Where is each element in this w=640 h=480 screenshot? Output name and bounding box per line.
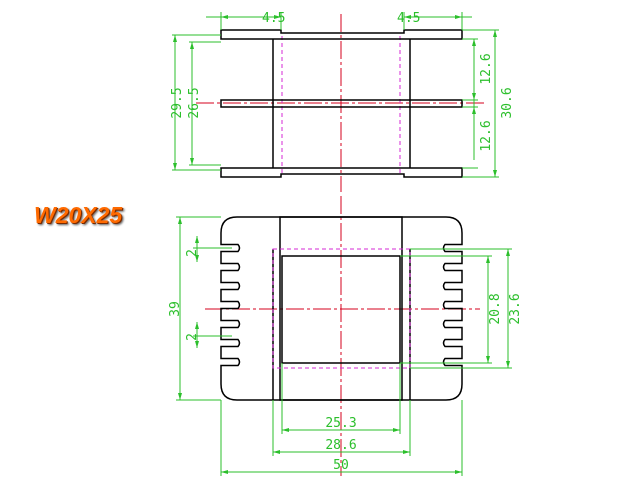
top-core-outer	[279, 216, 403, 401]
dim-window-inner: 20.8	[488, 293, 503, 324]
dim-pin-pitch-bottom: 2	[185, 333, 200, 341]
model-title: W20X25	[34, 202, 123, 228]
dim-lower-winding: 12.6	[479, 120, 494, 151]
dim-core-outer: 28.6	[325, 438, 356, 453]
dim-flange-right: 4.5	[397, 11, 420, 26]
dim-height: 39	[168, 301, 183, 317]
top-body-outline	[220, 216, 463, 401]
top-view: 2 2 39 25.3 28.6 50 20.8 23.6	[168, 196, 523, 476]
dim-overall-inner: 29.5	[170, 87, 185, 118]
top-core-window	[281, 255, 401, 364]
side-view: 4.5 4.5 29.5 26.5 12.6 12.6 30.6	[170, 11, 515, 192]
dim-overall-width: 50	[333, 458, 349, 473]
dim-pin-pitch-top: 2	[185, 249, 200, 257]
top-hidden-window	[272, 248, 411, 369]
dim-upper-winding: 12.6	[479, 53, 494, 84]
dim-flange-left: 4.5	[262, 11, 285, 26]
dim-window-height: 26.5	[187, 87, 202, 118]
dim-window-outer: 23.6	[508, 293, 523, 324]
side-bottom-flange	[220, 167, 463, 178]
dim-core-inner: 25.3	[325, 416, 356, 431]
side-middle-flange	[220, 99, 463, 108]
dim-overall-height: 30.6	[500, 87, 515, 118]
